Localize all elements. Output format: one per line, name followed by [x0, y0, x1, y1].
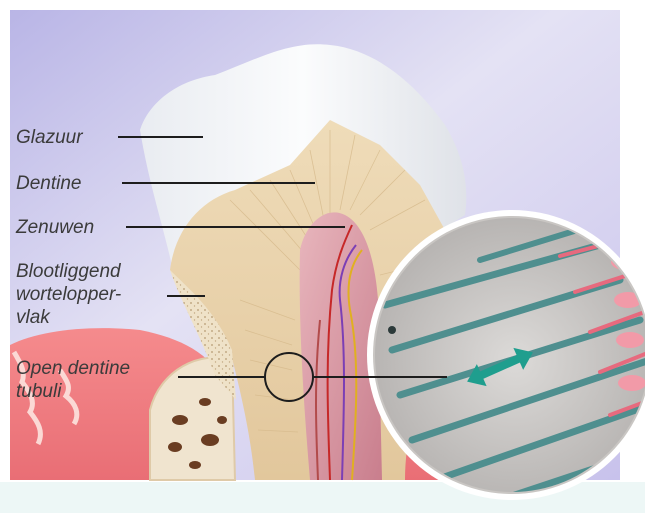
- label-exposed-root-surface: Blootliggend wortelopper- vlak: [16, 260, 121, 329]
- label-open-tubules-line-2: tubuli: [16, 380, 130, 403]
- label-enamel: Glazuur: [16, 126, 83, 149]
- label-exposed-root-line-1: Blootliggend: [16, 260, 121, 283]
- label-dentin: Dentine: [16, 172, 82, 195]
- label-open-dentin-tubules: Open dentine tubuli: [16, 357, 130, 403]
- label-open-tubules-line-1: Open dentine: [16, 357, 130, 380]
- label-exposed-root-line-3: vlak: [16, 306, 121, 329]
- label-exposed-root-line-2: wortelopper-: [16, 283, 121, 306]
- label-nerves: Zenuwen: [16, 216, 94, 239]
